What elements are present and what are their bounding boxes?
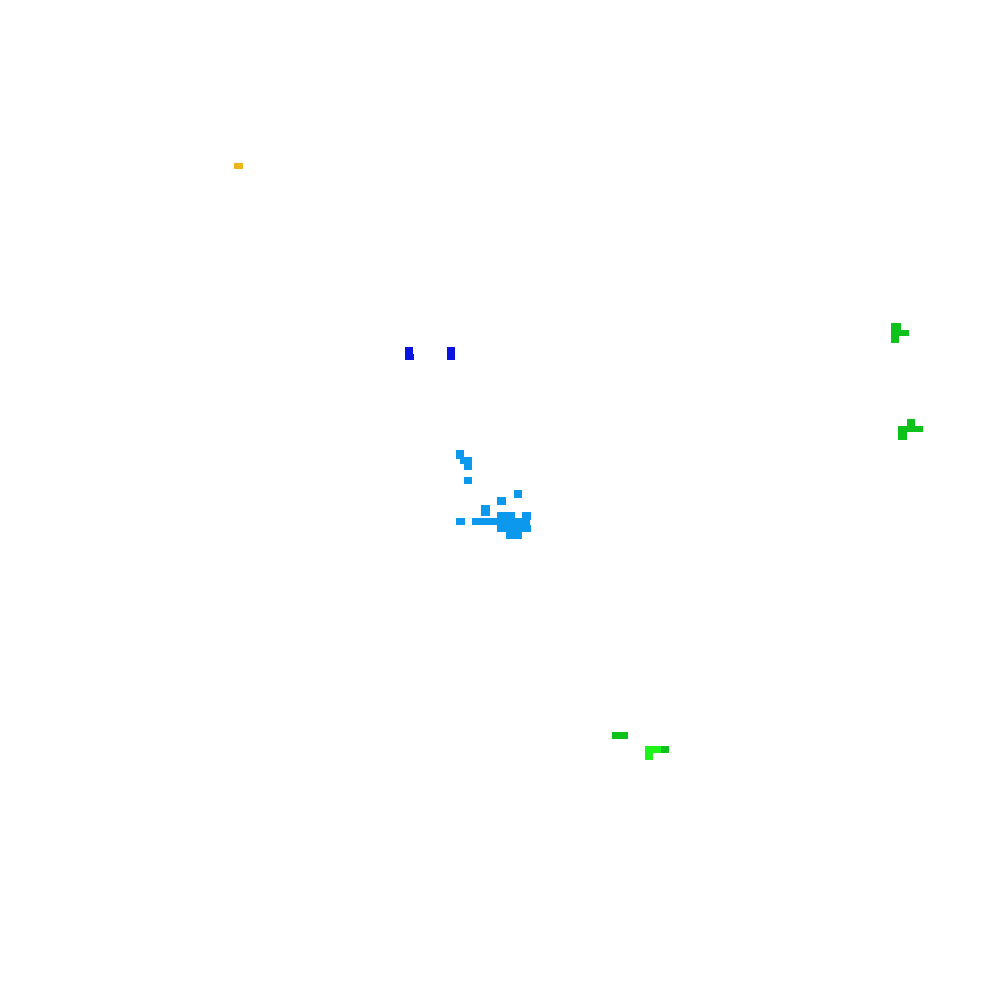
upper-right-green-block-5 bbox=[898, 426, 923, 432]
light-blue-cluster-block-4 bbox=[464, 477, 472, 484]
lower-green-dark-block-2 bbox=[661, 746, 669, 753]
light-blue-cluster-block-11 bbox=[472, 518, 530, 525]
upper-right-green-block-1 bbox=[891, 323, 901, 332]
light-blue-cluster-block-2 bbox=[460, 457, 472, 464]
light-blue-cluster-block-1 bbox=[456, 450, 464, 459]
lower-green-bright-block-2 bbox=[645, 753, 653, 760]
upper-right-green-block-4 bbox=[907, 419, 915, 426]
upper-right-green-block-3 bbox=[891, 336, 899, 343]
lower-green-bright-block-1 bbox=[645, 746, 661, 753]
light-blue-cluster-block-10 bbox=[456, 518, 465, 525]
yellow-point-block-1 bbox=[234, 163, 243, 169]
upper-right-green-block-6 bbox=[898, 432, 907, 440]
light-blue-cluster-block-3 bbox=[464, 463, 472, 470]
lower-green-dark-block-1 bbox=[612, 732, 628, 739]
blue-marks-block-1 bbox=[405, 347, 413, 357]
upper-right-green-block-2 bbox=[891, 330, 909, 336]
blue-marks-block-3 bbox=[447, 347, 455, 360]
light-blue-cluster-block-13 bbox=[506, 532, 522, 539]
blue-marks-block-2 bbox=[405, 354, 414, 360]
light-blue-cluster-block-9 bbox=[522, 512, 531, 520]
light-blue-cluster-block-7 bbox=[481, 505, 490, 516]
light-blue-cluster-block-8 bbox=[497, 512, 515, 520]
light-blue-cluster-block-6 bbox=[514, 490, 522, 498]
light-blue-cluster-block-5 bbox=[497, 497, 506, 505]
light-blue-cluster-block-12 bbox=[497, 525, 531, 532]
